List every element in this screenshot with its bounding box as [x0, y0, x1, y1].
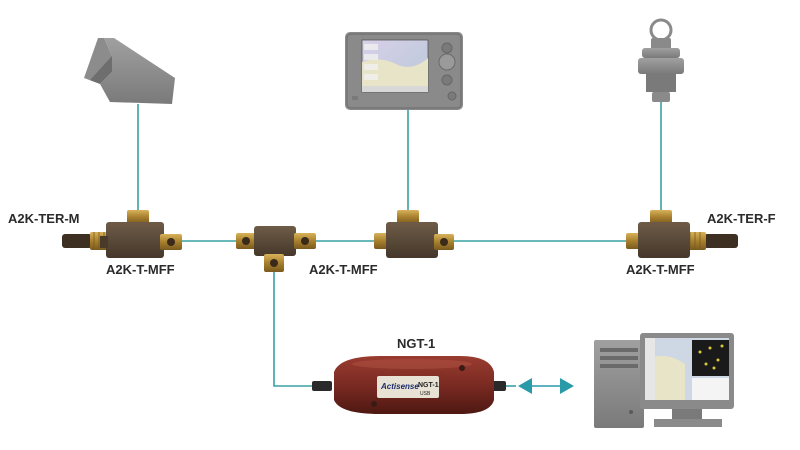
- label-a2k-t-mff-2: A2K-T-MFF: [309, 262, 378, 277]
- transducer-icon: [84, 38, 175, 104]
- tee-connector-3: [626, 210, 690, 258]
- cables: [137, 102, 662, 387]
- tee-connector-1: [100, 210, 182, 258]
- chart-plotter-icon: [345, 32, 463, 110]
- ngt-label-plate: [377, 376, 439, 398]
- pc-computer-icon: [594, 333, 734, 428]
- tee-connector-ngt: [236, 226, 316, 272]
- ngt-1-device: Actisense NGT-1 USB: [312, 356, 506, 414]
- label-a2k-t-mff-3: A2K-T-MFF: [626, 262, 695, 277]
- bidirectional-arrow-icon: [518, 378, 574, 394]
- label-ngt-1: NGT-1: [397, 336, 436, 351]
- pc-tower: [594, 340, 644, 428]
- ngt-drop-cable: [273, 270, 318, 387]
- label-a2k-ter-f: A2K-TER-F: [707, 211, 776, 226]
- tee-connector-2: [374, 210, 454, 258]
- terminator-female: [686, 232, 738, 250]
- through-hull-sensor-icon: [638, 18, 684, 102]
- label-a2k-t-mff-1: A2K-T-MFF: [106, 262, 175, 277]
- ngt-model-text: NGT-1: [418, 382, 439, 389]
- ngt-brand-text: Actisense: [380, 382, 419, 391]
- label-a2k-ter-m: A2K-TER-M: [8, 211, 80, 226]
- ngt-sub-text: USB: [420, 391, 431, 397]
